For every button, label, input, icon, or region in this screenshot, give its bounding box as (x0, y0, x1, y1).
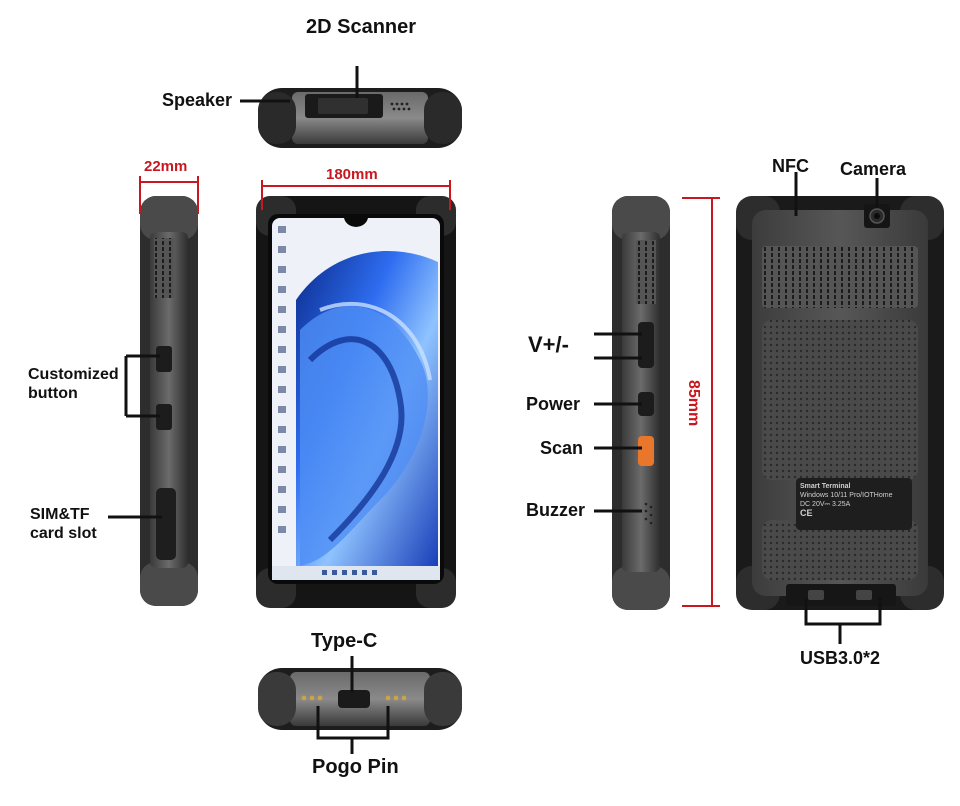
dim-thickness: 22mm (144, 158, 188, 175)
rating-line1: Windows 10/11 Pro/IOTHome (800, 492, 893, 499)
buzzer-holes (644, 502, 653, 525)
power-key (638, 392, 654, 416)
bottom-view (258, 656, 462, 754)
label-buzzer: Buzzer (526, 500, 586, 520)
custom-button-1 (156, 346, 172, 372)
label-scan: Scan (540, 438, 584, 458)
rating-line2: DC 20V⎓ 3.25A (800, 501, 851, 508)
scan-key (638, 436, 654, 466)
right-side-view (594, 196, 720, 610)
label-speaker: Speaker (162, 90, 233, 110)
usb-ports (786, 584, 896, 606)
back-view (736, 172, 944, 644)
custom-button-2 (156, 404, 172, 430)
volume-rocker (638, 322, 654, 368)
pogo-pins (301, 695, 407, 701)
label-power: Power (526, 394, 581, 414)
label-nfc: NFC (772, 156, 809, 176)
label-volume: V+/- (528, 332, 569, 357)
label-card-slot: card slot (30, 525, 97, 542)
back-vents (762, 246, 918, 308)
label-pogo-pin: Pogo Pin (312, 756, 399, 778)
label-button: button (28, 385, 78, 402)
label-usb: USB3.0*2 (800, 648, 881, 668)
rating-label-text: Smart Terminal Windows 10/11 Pro/IOTHome… (800, 482, 910, 518)
type-c-port (338, 690, 370, 708)
label-customized: Customized (28, 366, 119, 383)
label-type-c: Type-C (311, 630, 378, 652)
sim-tf-slot (156, 488, 176, 560)
speaker-grill (390, 102, 411, 111)
front-view (256, 180, 456, 608)
dim-length: 180mm (326, 166, 378, 183)
ce-mark: CE (800, 508, 813, 518)
label-sim-tf: SIM&TF (30, 506, 90, 523)
rating-label (796, 478, 912, 530)
rating-brand: Smart Terminal (800, 483, 851, 490)
left-side-view (108, 176, 199, 606)
top-view (240, 66, 462, 148)
label-camera: Camera (840, 159, 907, 179)
dim-width: 85mm (685, 380, 702, 427)
label-2d-scanner: 2D Scanner (306, 16, 417, 38)
